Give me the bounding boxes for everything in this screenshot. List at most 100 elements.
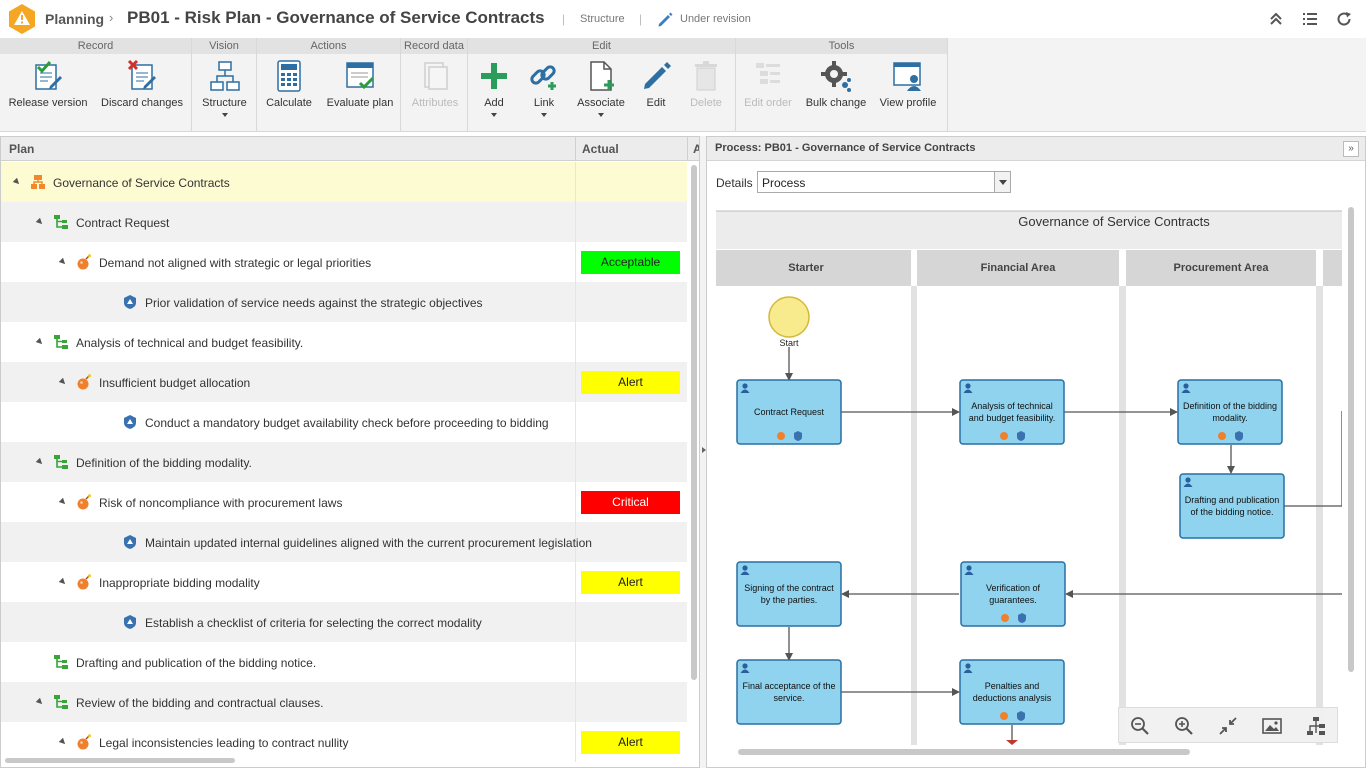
vertical-scrollbar[interactable] <box>691 165 697 680</box>
column-header-plan[interactable]: Plan <box>9 142 35 156</box>
list-icon[interactable] <box>1301 10 1319 28</box>
panel-title: Process: PB01 - Governance of Service Co… <box>715 142 976 154</box>
expand-toggle-icon[interactable] <box>35 457 45 467</box>
chevron-down-icon[interactable] <box>994 172 1010 192</box>
ribbon-group-title: Vision <box>192 38 256 54</box>
expand-toggle-icon[interactable] <box>35 697 45 707</box>
table-row[interactable]: Analysis of technical and budget feasibi… <box>1 322 687 362</box>
expand-toggle-icon[interactable] <box>58 257 68 267</box>
header-divider: | <box>562 12 566 26</box>
table-row[interactable]: Establish a checklist of criteria for se… <box>1 602 687 642</box>
table-row[interactable]: Demand not aligned with strategic or leg… <box>1 242 687 282</box>
bulk-change-button[interactable]: Bulk change <box>804 58 868 130</box>
plan-tree-grid: Plan Actual A Governance of Service Cont… <box>0 136 700 768</box>
row-label: Maintain updated internal guidelines ali… <box>145 536 592 550</box>
column-divider[interactable] <box>575 137 576 161</box>
evaluate-plan-label: Evaluate plan <box>326 97 394 109</box>
task-contract-request[interactable]: Contract Request <box>736 379 842 445</box>
diagram-structure-icon[interactable] <box>1306 716 1326 736</box>
structure-button[interactable]: Structure <box>194 58 255 130</box>
structure-link[interactable]: Structure <box>580 13 625 25</box>
table-row[interactable]: Risk of noncompliance with procurement l… <box>1 482 687 522</box>
performer-person-icon <box>963 663 973 673</box>
associate-button[interactable]: Associate <box>572 58 630 130</box>
horizontal-scrollbar[interactable] <box>5 758 235 763</box>
expand-toggle-icon[interactable] <box>58 497 68 507</box>
evaluate-plan-icon <box>346 62 375 90</box>
table-row[interactable]: Drafting and publication of the bidding … <box>1 642 687 682</box>
fit-to-screen-icon[interactable] <box>1218 716 1238 736</box>
table-row[interactable]: Legal inconsistencies leading to contrac… <box>1 722 687 762</box>
lane-label-financial: Financial Area <box>981 262 1057 274</box>
link-button[interactable]: Link <box>524 58 564 130</box>
release-version-button[interactable]: Release version <box>3 58 93 130</box>
details-select[interactable]: Process <box>757 171 1011 193</box>
column-header-actual[interactable]: Actual <box>582 142 619 156</box>
zoom-out-icon[interactable] <box>1130 716 1150 736</box>
expand-toggle-icon[interactable] <box>58 377 68 387</box>
zoom-in-icon[interactable] <box>1174 716 1194 736</box>
evaluate-plan-button[interactable]: Evaluate plan <box>323 58 397 130</box>
view-profile-button[interactable]: View profile <box>876 58 940 130</box>
attributes-button[interactable]: Attributes <box>404 58 466 130</box>
table-row[interactable]: Prior validation of service needs agains… <box>1 282 687 322</box>
table-row[interactable]: Governance of Service Contracts <box>1 162 687 202</box>
lane-header <box>1323 250 1342 286</box>
lane-header <box>1126 250 1316 286</box>
collapse-up-icon[interactable] <box>1267 10 1285 28</box>
collapse-panel-button[interactable]: » <box>1343 141 1359 157</box>
ribbon-group-title: Record <box>0 38 191 54</box>
add-button[interactable]: Add <box>474 58 514 130</box>
expand-toggle-icon[interactable] <box>35 217 45 227</box>
edit-order-icon <box>756 63 780 84</box>
column-separator <box>575 362 576 402</box>
splitter-arrow-icon[interactable] <box>702 447 706 453</box>
app-name[interactable]: Planning <box>45 11 105 27</box>
control-shield-icon <box>1235 431 1243 441</box>
process-diagram-canvas[interactable]: Governance of Service Contracts Starter … <box>716 210 1342 745</box>
pool-header <box>716 211 1342 249</box>
diagram-horizontal-scrollbar[interactable] <box>738 749 1190 755</box>
performer-person-icon <box>964 565 974 575</box>
expand-toggle-icon[interactable] <box>58 577 68 587</box>
table-row[interactable]: Definition of the bidding modality. <box>1 442 687 482</box>
column-header-a[interactable]: A <box>693 142 699 156</box>
table-row[interactable]: Maintain updated internal guidelines ali… <box>1 522 687 562</box>
plus-icon <box>481 63 507 89</box>
edit-order-button[interactable]: Edit order <box>740 58 796 130</box>
table-row[interactable]: Contract Request <box>1 202 687 242</box>
edit-button[interactable]: Edit <box>636 58 676 130</box>
expand-toggle-icon[interactable] <box>58 737 68 747</box>
table-row[interactable]: Conduct a mandatory budget availability … <box>1 402 687 442</box>
column-separator <box>575 522 576 562</box>
record-status: Under revision <box>680 13 751 25</box>
risk-bomb-icon <box>77 494 91 510</box>
activity-flow-icon <box>54 215 68 229</box>
lane-header <box>917 250 1119 286</box>
trash-icon <box>695 61 717 91</box>
export-image-icon[interactable] <box>1262 716 1282 736</box>
planning-app-logo-icon[interactable] <box>6 3 38 35</box>
expand-toggle-icon[interactable] <box>12 177 22 187</box>
calculate-button[interactable]: Calculate <box>261 58 317 130</box>
structure-label: Structure <box>202 97 247 109</box>
discard-changes-button[interactable]: Discard changes <box>97 58 187 130</box>
refresh-icon[interactable] <box>1335 10 1353 28</box>
column-divider[interactable] <box>687 137 688 161</box>
diagram-vertical-scrollbar[interactable] <box>1348 207 1354 672</box>
expand-toggle-icon[interactable] <box>35 337 45 347</box>
table-row[interactable]: Review of the bidding and contractual cl… <box>1 682 687 722</box>
start-event[interactable] <box>768 296 810 338</box>
delete-button[interactable]: Delete <box>686 58 726 130</box>
